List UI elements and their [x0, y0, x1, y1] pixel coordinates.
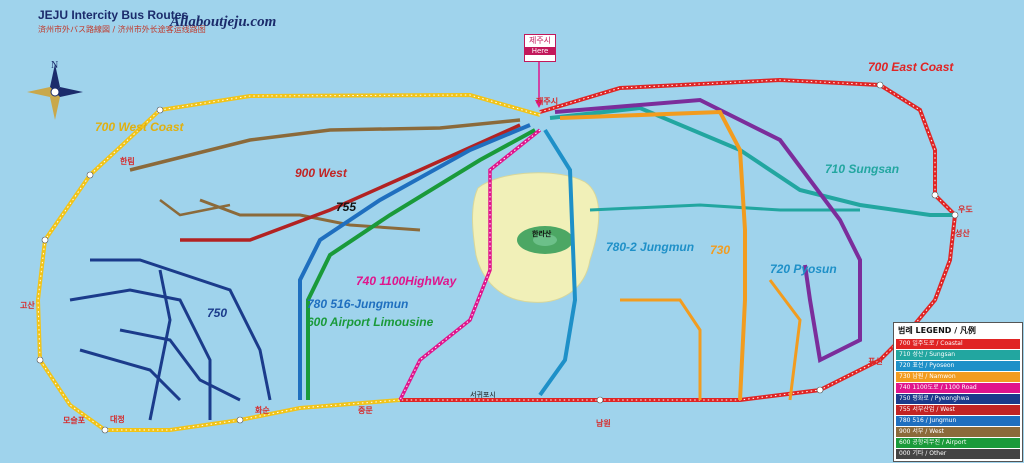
place-hallim: 한림: [120, 157, 135, 166]
place-hallasan: 한라산: [532, 230, 552, 238]
label-710-sungsan: 710 Sungsan: [825, 162, 900, 176]
legend-row: 730 남원 / Namwon: [896, 372, 1020, 382]
legend-row: 900 서부 / West: [896, 427, 1020, 437]
terminal-sign-en: Here: [525, 47, 555, 55]
site-name[interactable]: Allaboutjeju.com: [170, 14, 277, 30]
label-755: 755: [336, 200, 357, 214]
place-jeju: 제주시: [536, 97, 559, 106]
compass-n: N: [51, 60, 58, 71]
label-780-2-jungmun: 780-2 Jungmun: [606, 240, 695, 254]
route-900-line: [129, 118, 521, 172]
legend-title: 범례 LEGEND / 凡例: [894, 323, 1022, 338]
legend-box: 범례 LEGEND / 凡例 700 일주도로 / Coastal 710 성산…: [893, 322, 1023, 462]
compass-icon: [27, 64, 83, 120]
legend-row: 720 표선 / Pyoseon: [896, 361, 1020, 371]
legend-row: 780 516 / Jungmun: [896, 416, 1020, 426]
place-namwon: 남원: [596, 419, 611, 428]
label-730: 730: [710, 243, 731, 257]
legend-row: 710 성산 / Sungsan: [896, 350, 1020, 360]
place-udo: 우도: [958, 205, 973, 214]
route-720-line: [554, 97, 862, 363]
label-700-east: 700 East Coast: [868, 60, 954, 74]
route-710-line: [549, 105, 955, 217]
place-seogwipo: 서귀포시: [470, 391, 496, 399]
legend-row: 740 1100도로 / 1100 Road: [896, 383, 1020, 393]
place-jungmun: 중문: [358, 406, 373, 415]
legend-row: 700 일주도로 / Coastal: [896, 339, 1020, 349]
label-900-west: 900 West: [295, 166, 347, 180]
place-gosan: 고산: [20, 301, 35, 310]
terminal-sign: 제주시 Here: [524, 34, 556, 62]
terminal-sign-ko: 제주시: [528, 36, 552, 45]
label-600-airport: 600 Airport Limousine: [307, 315, 434, 329]
route-755-line: [180, 123, 521, 242]
route-780-line: [298, 123, 531, 400]
map-title: JEJU Intercity Bus Routes: [38, 8, 189, 22]
place-daejeong: 대정: [110, 415, 125, 424]
route-780-2-line: [538, 128, 578, 397]
place-mosulpo: 모슬포: [63, 416, 86, 425]
stop-dots: [36, 81, 959, 434]
place-pyoseon: 표선: [868, 357, 883, 366]
label-720-pyosun: 720 Pyosun: [770, 262, 837, 276]
label-750: 750: [207, 306, 228, 320]
legend-row: 600 공항리무진 / Airport: [896, 438, 1020, 448]
route-700-east-line: [400, 77, 958, 402]
route-600-line: [306, 128, 536, 400]
legend-row: 000 기타 / Other: [896, 449, 1020, 459]
place-sungsan: 성산: [955, 229, 970, 238]
map-subtitle: 済州市外バス路線図 / 济州市外长途客运线路图: [38, 25, 206, 34]
legend-row: 750 평화로 / Pyeonghwa: [896, 394, 1020, 404]
label-740-1100highway: 740 1100HighWay: [356, 274, 457, 288]
route-700-west-line: [35, 92, 541, 432]
label-700-west: 700 West Coast: [95, 120, 184, 134]
route-750-network: [69, 258, 272, 421]
legend-row: 755 서부산업 / West: [896, 405, 1020, 415]
label-780-516: 780 516-Jungmun: [307, 297, 409, 311]
place-hwasun: 화순: [255, 406, 270, 415]
route-730-line: [559, 109, 747, 401]
